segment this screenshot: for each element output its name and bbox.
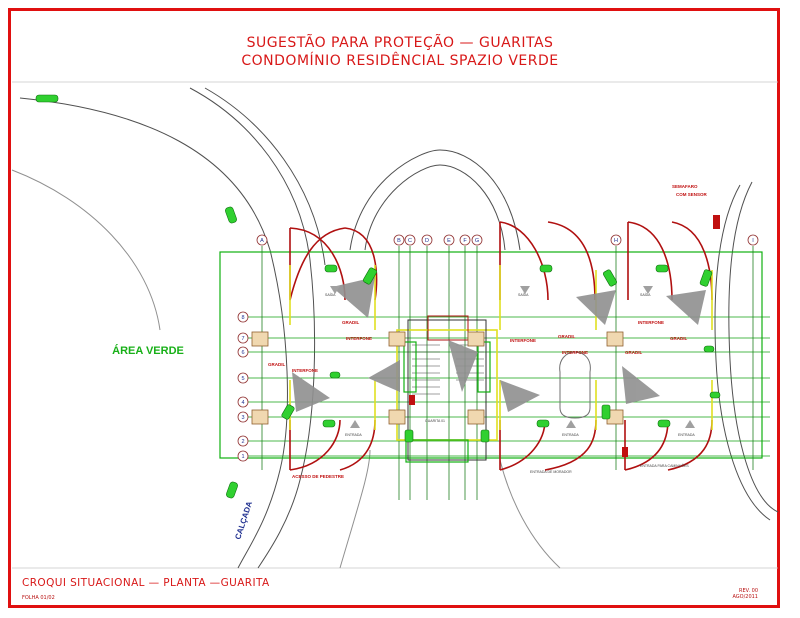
- revision-number: REV. 00: [739, 588, 758, 594]
- label-gradil-1: GRADIL: [342, 320, 359, 325]
- axis-label: 1: [241, 454, 244, 460]
- label-semaforo: SEMAFARO: [672, 184, 698, 189]
- label-interfone-5: INTERFONE: [638, 320, 664, 325]
- label-entrada-2: ENTRADA: [562, 433, 579, 437]
- column-axis-h: H: [610, 234, 622, 246]
- axis-label: 4: [241, 400, 244, 406]
- column-axis-i: I: [747, 234, 759, 246]
- label-saida-1: SAÍDA: [325, 293, 336, 297]
- row-axis-5: 5: [237, 372, 249, 384]
- drawing-border: [8, 8, 780, 608]
- column-axis-bubbles: A B C D E F G H I: [256, 234, 759, 246]
- semaphores: [409, 215, 720, 457]
- label-saida-2: SAÍDA: [518, 293, 529, 297]
- revision-block: REV. 00 AGO/2011: [732, 588, 758, 600]
- drawing-footer-title: CROQUI SITUACIONAL — PLANTA —GUARITA: [22, 577, 270, 589]
- column-axis-g: G: [471, 234, 483, 246]
- axis-label: 7: [241, 336, 244, 342]
- drawing-title-line1: SUGESTÃO PARA PROTEÇÃO — GUARITAS: [246, 35, 554, 51]
- row-grid: [240, 316, 770, 457]
- row-axis-6: 6: [237, 346, 249, 358]
- row-axis-7: 7: [237, 332, 249, 344]
- drawing-title-line2: CONDOMÍNIO RESIDÊNCIAL SPAZIO VERDE: [241, 53, 559, 69]
- axis-label: B: [397, 238, 401, 244]
- axis-label: 6: [241, 350, 244, 356]
- column-axis-b: B: [393, 234, 405, 246]
- label-interfone-3: INTERFONE: [510, 338, 536, 343]
- row-axis-1: 1: [237, 450, 249, 462]
- street-curves: [11, 87, 779, 569]
- traffic-arrows: [330, 286, 695, 428]
- row-axis-8: 8: [237, 311, 249, 323]
- label-semaforo-2: COM SENSOR: [676, 192, 708, 197]
- label-entrada-3: ENTRADA: [678, 433, 695, 437]
- axis-label: H: [614, 238, 618, 244]
- row-axis-bubbles: 8 7 6 5 4 3 2 1: [237, 311, 249, 462]
- label-gradil-5: GRADIL: [670, 336, 687, 341]
- label-entrada-moradores: ENTRADA DE MORADOR: [530, 470, 572, 474]
- label-interfone-1: INTERFONE: [346, 336, 372, 341]
- axis-label: 2: [241, 439, 244, 445]
- revision-date: AGO/2011: [732, 594, 758, 600]
- axis-label: A: [260, 238, 264, 244]
- label-entrada-caminhoes: ENTRADA PARA CAMINHÕES: [640, 463, 689, 468]
- axis-label: 5: [241, 376, 244, 382]
- label-gradil-2: GRADIL: [268, 362, 285, 367]
- column-axis-f: F: [459, 234, 471, 246]
- column-axis-a: A: [256, 234, 268, 246]
- axis-label: 8: [241, 315, 244, 321]
- sheet-number: FOLHA 01/02: [22, 595, 55, 601]
- row-axis-3: 3: [237, 411, 249, 423]
- label-acesso-pedestre: ACESSO DE PEDESTRE: [292, 474, 344, 479]
- green-area-label: ÁREA VERDE: [112, 344, 184, 357]
- axis-label: G: [475, 238, 479, 244]
- column-axis-d: D: [421, 234, 433, 246]
- sidewalk-label: CALÇADA: [233, 500, 254, 541]
- label-gradil-3: GRADIL: [558, 334, 575, 339]
- axis-label: 3: [241, 415, 244, 421]
- security-devices: [35, 94, 721, 499]
- pillar-blocks: [251, 331, 624, 425]
- column-axis-c: C: [404, 234, 416, 246]
- label-gradil-4: GRADIL: [625, 350, 642, 355]
- label-entrada-1: ENTRADA: [345, 433, 362, 437]
- row-axis-4: 4: [237, 396, 249, 408]
- car-outline: [559, 351, 591, 419]
- column-axis-e: E: [443, 234, 455, 246]
- lot-boundary: [219, 251, 763, 459]
- label-interfone-4: INTERFONE: [562, 350, 588, 355]
- axis-label: E: [447, 238, 451, 244]
- label-guarita: GUARITA 01: [425, 419, 445, 423]
- axis-label: F: [463, 238, 467, 244]
- label-saida-3: SAÍDA: [640, 293, 651, 297]
- axis-label: I: [752, 238, 754, 244]
- axis-label: D: [425, 238, 429, 244]
- row-axis-2: 2: [237, 435, 249, 447]
- axis-label: C: [408, 238, 412, 244]
- label-interfone-2: INTERFONE: [292, 368, 318, 373]
- camera-cones: [292, 277, 706, 412]
